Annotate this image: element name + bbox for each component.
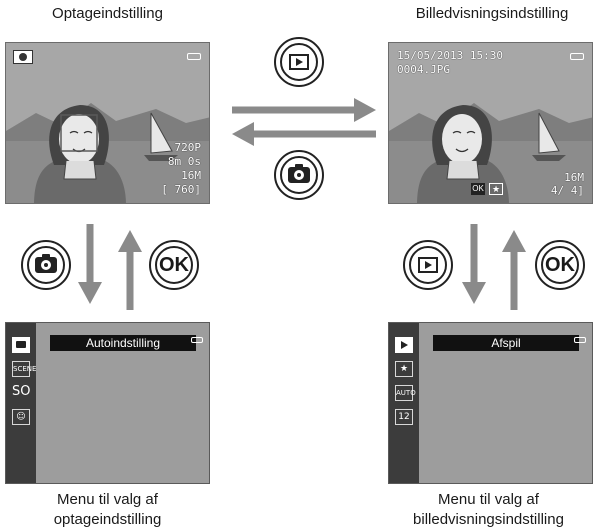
remaining-movie-time: 8m 0s (167, 155, 201, 168)
scene-icon[interactable]: SCENE (12, 361, 36, 377)
exposures-remaining: [ 760] (161, 183, 201, 196)
menu-title: Afspil (433, 335, 579, 351)
favorite-star-icon: ★ (489, 183, 503, 195)
caption-line-1: Menu til valg af (438, 491, 539, 508)
ok-label: OK (545, 253, 575, 276)
favorites-icon[interactable]: ★ (395, 361, 413, 377)
battery-icon (191, 337, 203, 343)
playback-mode-menu: ★ AUTO 12 Afspil (388, 322, 593, 484)
ok-button-left[interactable]: OK (149, 240, 199, 290)
ok-button-right[interactable]: OK (535, 240, 585, 290)
menu-panel: Autoindstilling (36, 323, 209, 483)
battery-icon (570, 53, 584, 60)
caption-shooting-menu: Menu til valg af optageindstilling (5, 490, 210, 530)
arrow-left-icon (232, 122, 254, 146)
smart-portrait-icon[interactable]: ☺ (12, 409, 30, 425)
caption-line-2: optageindstilling (53, 511, 162, 528)
frame-counter: 4/ 4] (550, 184, 584, 197)
playback-screen: 15/05/2013 15:30 0004.JPG 16M OK ★ 4/ 4] (388, 42, 593, 204)
date-time-stamp: 15/05/2013 15:30 (397, 49, 503, 62)
play-icon[interactable] (395, 337, 413, 353)
playback-button-right[interactable] (403, 240, 453, 290)
arrow-right-icon (354, 98, 376, 122)
playback-button[interactable] (274, 37, 324, 87)
left-vertical-arrows (78, 224, 142, 310)
battery-icon (574, 337, 586, 343)
right-vertical-arrows (462, 224, 526, 310)
movie-size-indicator: 720P (174, 141, 202, 154)
shoot-mode-button-left[interactable] (21, 240, 71, 290)
caption-playback-mode: Billedvisningsindstilling (415, 5, 569, 22)
horizontal-arrows (232, 98, 376, 146)
camera-icon (35, 254, 57, 273)
menu-panel: Afspil (419, 323, 592, 483)
file-name: 0004.JPG (397, 63, 450, 76)
menu-sidebar: SCENE SO ☺ (6, 323, 36, 483)
ok-badge-icon: OK (471, 183, 485, 195)
battery-icon (187, 53, 201, 60)
shooting-mode-menu: SCENE SO ☺ Autoindstilling (5, 322, 210, 484)
shooting-screen: 720P 8m 0s 16M [ 760] (5, 42, 210, 204)
menu-title: Autoindstilling (50, 335, 196, 351)
arrow-up-icon (502, 230, 526, 252)
image-size-indicator: 16M (564, 171, 584, 184)
shooting-scene-illustration (6, 43, 209, 203)
caption-shooting-mode: Optageindstilling (52, 5, 163, 22)
caption-line-2: billedvisningsindstilling (413, 511, 564, 528)
list-by-date-icon[interactable]: 12 (395, 409, 413, 425)
image-size-indicator: 16M (181, 169, 201, 182)
arrow-down-icon (78, 282, 102, 304)
camera-icon[interactable] (12, 337, 30, 353)
arrow-down-icon (462, 282, 486, 304)
auto-sort-icon[interactable]: AUTO (395, 385, 416, 401)
caption-line-1: Menu til valg af (57, 491, 158, 508)
shoot-mode-button[interactable] (274, 150, 324, 200)
arrow-up-icon (118, 230, 142, 252)
menu-sidebar: ★ AUTO 12 (389, 323, 419, 483)
caption-playback-menu: Menu til valg af billedvisningsindstilli… (381, 490, 596, 530)
play-icon (289, 54, 309, 70)
protect-favorite-icons: OK ★ (471, 183, 505, 195)
mode-camera-icon (13, 50, 33, 64)
ok-label: OK (159, 253, 189, 276)
playback-scene-illustration (389, 43, 592, 203)
special-effects-icon[interactable]: SO (12, 384, 31, 399)
camera-icon (288, 164, 310, 183)
play-icon (418, 257, 438, 273)
